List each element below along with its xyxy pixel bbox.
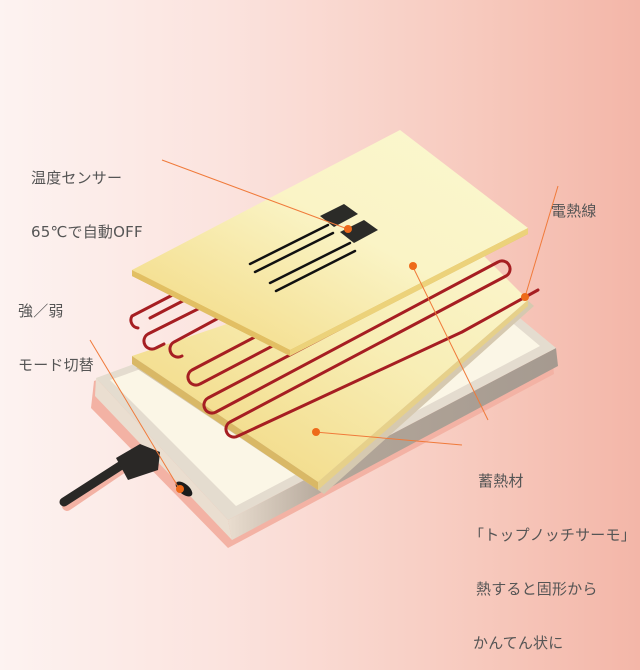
mode-label-line2: モード切替 (18, 356, 95, 374)
leader-lines (89, 159, 559, 491)
heater-wire-coil (129, 222, 540, 439)
temperature-sensor (248, 204, 378, 293)
power-cord (59, 444, 160, 511)
sensor-label-line2: 65℃で自動OFF (31, 223, 143, 241)
heat-storage-label-line1: 蓄熱材 (478, 472, 524, 490)
heater-wire-label-line1: 電熱線 (551, 202, 597, 220)
heater-wire-label: 電熱線 (551, 166, 597, 238)
heater-diagram (59, 130, 559, 548)
mode-label: 強／弱 モード切替 (18, 266, 94, 392)
heat-storage-label-line3: 熱すると固形から (476, 580, 598, 598)
sensor-label: 温度センサー 65℃で自動OFF (31, 133, 143, 259)
leader-dots (176, 225, 529, 493)
sensor-label-line1: 温度センサー (31, 169, 123, 187)
heat-storage-label-line4: かんてん状に (473, 634, 564, 652)
mode-label-line1: 強／弱 (18, 302, 64, 320)
top-plate (132, 130, 528, 356)
heat-storage-label: 蓄熱材 「トップノッチサーモ」 熱すると固形から かんてん状に (469, 436, 636, 670)
heat-storage-label-line2: 「トップノッチサーモ」 (469, 526, 636, 544)
